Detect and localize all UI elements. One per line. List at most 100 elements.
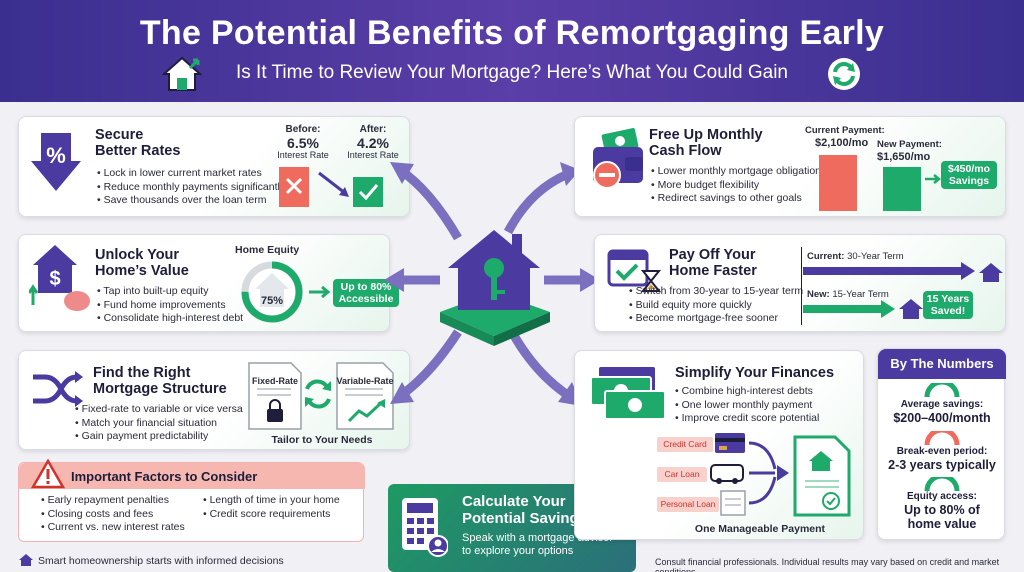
list-item: Redirect savings to other goals: [651, 192, 826, 206]
structure-card: Find the Right Mortgage Structure Fixed-…: [18, 350, 410, 450]
list-item: One lower monthly payment: [675, 399, 819, 413]
current-term-prefix: Current:: [807, 251, 845, 262]
simplify-bullets: Combine high-interest debts One lower mo…: [675, 385, 820, 426]
list-item: Tap into built-up equity: [97, 285, 243, 299]
structure-title: Find the Right Mortgage Structure: [93, 365, 227, 397]
gauge-icon: [924, 383, 960, 398]
gauge-icon: [924, 477, 960, 492]
numbers-value-equity: Up to 80% of home value: [904, 503, 980, 531]
warning-icon: [31, 459, 65, 489]
factors-list-right: Length of time in your home Credit score…: [203, 494, 340, 521]
years-saved-badge: 15 Years Saved!: [923, 291, 973, 319]
cashflow-card: Free Up Monthly Cash Flow Lower monthly …: [574, 116, 1006, 217]
list-item: More budget flexibility: [651, 179, 826, 193]
new-term-label: New: 15-Year Term: [807, 289, 889, 300]
tailor-label: Tailor to Your Needs: [271, 434, 373, 446]
list-item: Switch from 30-year to 15-year term: [629, 285, 803, 299]
payoff-bullets: Switch from 30-year to 15-year term Buil…: [629, 285, 803, 326]
current-payment-bar: [819, 155, 857, 211]
list-item: Become mortgage-free sooner: [629, 312, 803, 326]
calculator-icon: [402, 498, 448, 557]
fixed-rate-label: Fixed-Rate: [251, 376, 298, 386]
house-icon: [162, 56, 202, 91]
rate-compare-graphic: [279, 167, 383, 207]
refresh-icon: [828, 58, 860, 90]
before-sublabel: Interest Rate: [277, 150, 329, 160]
list-item: Match your financial situation: [75, 417, 243, 431]
page-subtitle: Is It Time to Review Your Mortgage? Here…: [235, 62, 788, 83]
shuffle-arrows-icon: [33, 371, 83, 407]
list-item: Current vs. new interest rates: [41, 521, 185, 535]
wallet-money-icon: [593, 128, 643, 189]
new-payment-value: $1,650/mo: [877, 151, 931, 163]
debt-consolidation-graphic: [710, 433, 851, 517]
one-payment-label: One Manageable Payment: [694, 523, 826, 535]
cashflow-bullets: Lower monthly mortgage obligations More …: [651, 165, 827, 206]
equity-title: Unlock Your Home’s Value: [95, 247, 189, 279]
list-item: Combine high-interest debts: [675, 385, 819, 399]
list-item: Consolidate high-interest debt: [97, 312, 244, 326]
factors-header: [19, 463, 365, 489]
center-graphic: [384, 162, 600, 406]
factors-title: Important Factors to Consider: [71, 469, 258, 484]
footer-disclaimer: Consult financial professionals. Individ…: [655, 557, 1000, 572]
house-money-icon: $: [29, 245, 90, 311]
list-item: Fund home improvements: [97, 299, 243, 313]
cash-bills-icon: [590, 367, 666, 420]
payment-bar-chart: [819, 155, 921, 211]
equity-card: $ Unlock Your Home’s Value Tap into buil…: [18, 234, 399, 332]
arrow-right-icon: [309, 285, 331, 299]
house-icon: [19, 554, 33, 566]
numbers-value-savings: $200–400/month: [893, 411, 991, 425]
list-item: Improve credit score potential: [675, 412, 820, 426]
svg-text:$: $: [49, 268, 60, 290]
calculate-title: Calculate Your Potential Savings: [462, 493, 588, 527]
list-item: Length of time in your home: [203, 494, 340, 508]
arrow-right-icon: [925, 174, 942, 184]
before-label: Before:: [285, 124, 321, 135]
debt-label: Credit Card: [663, 439, 707, 449]
current-term-label: Current: 30-Year Term: [807, 251, 904, 262]
gauge-icon: [924, 431, 960, 446]
equity-percent: 75%: [260, 295, 284, 307]
equity-bullets: Tap into built-up equity Fund home impro…: [97, 285, 243, 326]
new-term-arrow: [803, 299, 923, 319]
list-item: Reduce monthly payments significantly: [97, 181, 286, 195]
before-value: 6.5%: [287, 135, 319, 151]
equity-progress-arc: [241, 261, 303, 323]
swap-arrows-icon: [305, 379, 331, 409]
equity-badge: Up to 80% Accessible: [333, 279, 399, 307]
debt-label: Car Loan: [664, 469, 700, 479]
debt-label: Personal Loan: [660, 499, 716, 509]
list-item: Lower monthly mortgage obligations: [651, 165, 827, 179]
list-item: Lock in lower current market rates: [97, 167, 285, 181]
cashflow-title: Free Up Monthly Cash Flow: [649, 127, 763, 159]
rates-title: Secure Better Rates: [95, 127, 181, 159]
list-item: Gain payment predictability: [75, 430, 243, 444]
header-banner: The Potential Benefits of Remortgaging E…: [0, 0, 1024, 102]
numbers-label-savings: Average savings:: [900, 399, 984, 410]
equity-ring-chart: [241, 261, 303, 323]
simplify-card: Simplify Your Finances Combine high-inte…: [574, 350, 864, 540]
numbers-title: By The Numbers: [878, 349, 1006, 379]
footer-tagline: Smart homeownership starts with informed…: [38, 555, 284, 567]
page-title: The Potential Benefits of Remortgaging E…: [139, 14, 885, 52]
list-item: Early repayment penalties: [41, 494, 185, 508]
factors-panel: Important Factors to Consider Early repa…: [18, 459, 365, 542]
factors-list-left: Early repayment penalties Closing costs …: [41, 494, 185, 535]
payoff-title: Pay Off Your Home Faster: [669, 247, 757, 279]
structure-bullets: Fixed-rate to variable or vice versa Mat…: [75, 403, 243, 444]
rates-bullets: Lock in lower current market rates Reduc…: [97, 167, 286, 208]
simplify-title: Simplify Your Finances: [675, 365, 835, 381]
after-value: 4.2%: [357, 135, 389, 151]
list-item: Fixed-rate to variable or vice versa: [75, 403, 243, 417]
new-payment-label: New Payment:: [877, 139, 942, 150]
current-payment-value: $2,100/mo: [815, 137, 869, 149]
rates-card: % Secure Better Rates Lock in lower curr…: [18, 116, 410, 217]
svg-text:%: %: [46, 143, 66, 168]
debt-credit-card: Credit Card: [657, 437, 713, 452]
variable-rate-label: Variable-Rate: [336, 376, 394, 386]
new-term-text: 15-Year Term: [829, 289, 889, 300]
after-label: After:: [359, 124, 387, 135]
list-item: Closing costs and fees: [41, 508, 185, 522]
